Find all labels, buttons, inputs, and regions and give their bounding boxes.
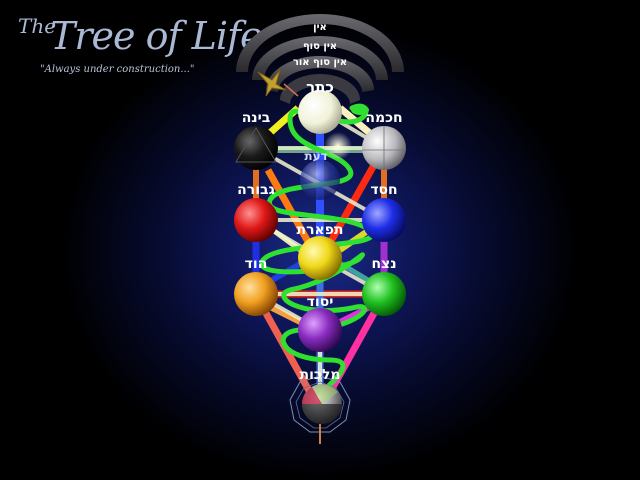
lightning-glow <box>324 132 352 160</box>
flaming-sword-icon <box>257 69 299 97</box>
sphere-chesed[interactable] <box>362 198 406 242</box>
sphere-hod[interactable] <box>234 272 278 316</box>
title-prefix: The <box>18 14 57 38</box>
subtitle: "Always under construction..." <box>40 64 195 75</box>
veil-arc-inner <box>280 74 360 104</box>
label-tiferet: תפארת <box>297 222 344 238</box>
veil-label-ain-soph-aur: אין סוף אור <box>293 57 347 68</box>
sphere-binah[interactable] <box>234 126 278 170</box>
label-chokmah: חכמה <box>365 110 402 126</box>
sphere-yesod[interactable] <box>298 308 342 352</box>
label-hod: הוד <box>245 256 268 272</box>
veil-label-ain-soph: אין סוף <box>303 41 337 52</box>
serpent-head <box>351 105 369 115</box>
sphere-malkuth[interactable] <box>289 375 351 444</box>
label-malkuth: מלכות <box>300 367 341 383</box>
label-gevurah: גבורה <box>237 182 275 198</box>
sphere-keter[interactable] <box>298 90 342 134</box>
sephirot-labels: כתר חכמה בינה דעת חסד גבורה תפארת נצח הו… <box>237 78 402 383</box>
sphere-tiferet[interactable] <box>298 236 342 280</box>
veil-arc-ain <box>236 14 404 72</box>
veil-arc-ain-soph-aur <box>266 56 374 92</box>
sphere-daat[interactable] <box>300 160 340 200</box>
sephirot <box>234 90 406 444</box>
label-daat: דעת <box>304 149 327 163</box>
veils-of-negative-existence: אין אין סוף אין סוף אור <box>236 14 404 104</box>
label-netzach: נצח <box>371 256 396 272</box>
sphere-netzach[interactable] <box>362 272 406 316</box>
label-chesed: חסד <box>370 182 397 198</box>
label-yesod: יסוד <box>307 294 334 310</box>
sphere-gevurah[interactable] <box>234 198 278 242</box>
path-hod-yesod <box>266 303 306 327</box>
label-binah: בינה <box>242 110 271 126</box>
title-main: Tree of Life <box>50 14 263 58</box>
veil-label-ain: אין <box>313 22 327 33</box>
label-keter: כתר <box>306 78 334 96</box>
veil-arc-ain-soph <box>252 36 388 80</box>
